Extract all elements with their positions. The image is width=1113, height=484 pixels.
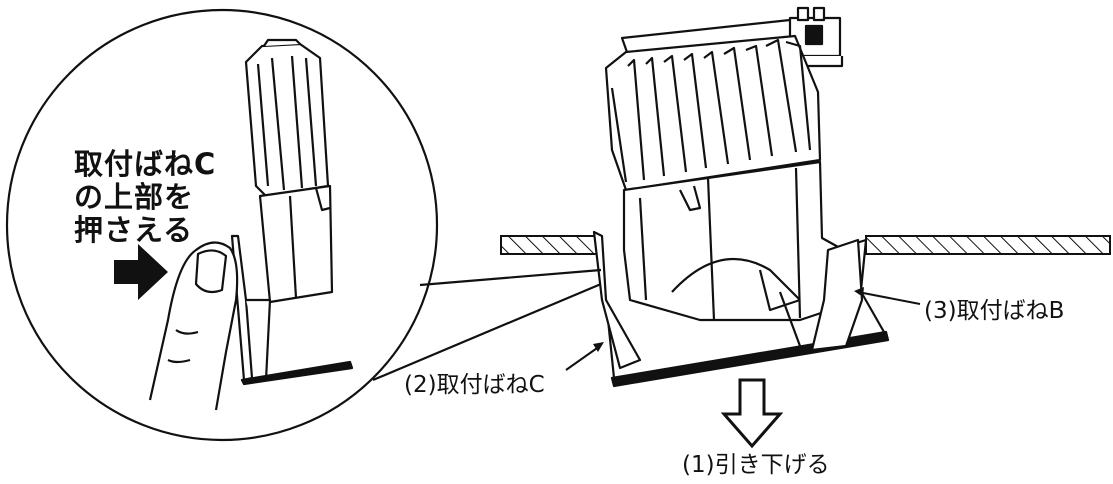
zoom-callout (5, 8, 602, 442)
callout-line-1: 取付ばねC (74, 147, 217, 181)
mounting-spring-c (592, 230, 642, 370)
label-pull-down: (1)引き下げる (682, 452, 830, 478)
leader-lines (565, 291, 921, 371)
label-spring-b: (3)取付ばねB (924, 298, 1065, 324)
ceiling-board-right (865, 235, 1111, 255)
downlight-fixture (592, 6, 890, 388)
callout-line-3: 押さえる (74, 213, 194, 247)
ceiling-board-left (500, 235, 601, 255)
heatsink (604, 34, 822, 192)
right-arrow-icon (114, 244, 168, 300)
mounting-spring-b (778, 238, 864, 352)
fixture-body (622, 160, 868, 322)
leader-spring-b (857, 291, 921, 305)
leader-arrowheads (593, 287, 864, 352)
label-spring-c: (2)取付ばねC (404, 372, 545, 398)
magnified-detail (230, 38, 354, 386)
finger-icon (148, 241, 239, 411)
callout-line-2: の上部を (74, 180, 195, 214)
leader-spring-c (565, 345, 601, 371)
down-arrow-icon (720, 378, 784, 449)
